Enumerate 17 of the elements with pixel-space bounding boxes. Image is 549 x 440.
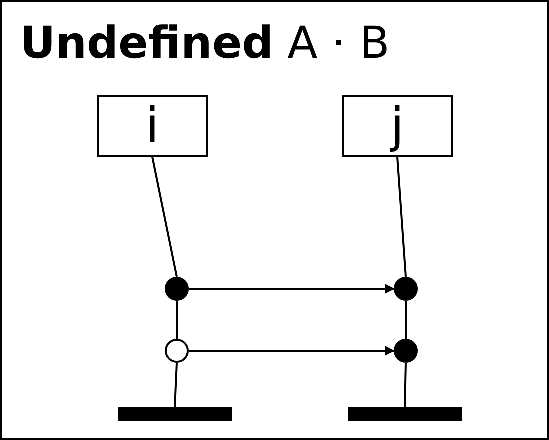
filled-dot [165, 277, 189, 301]
lifeline [152, 156, 178, 278]
arrow [189, 284, 395, 294]
arrow [189, 346, 395, 356]
filled-dot [394, 339, 418, 363]
lifeline [404, 362, 407, 408]
ground-bar [348, 407, 462, 421]
lifeline [396, 156, 407, 278]
lifeline [174, 362, 178, 408]
ground-bar [118, 407, 232, 421]
process-box: i [97, 95, 208, 157]
title: Undefined A · B [20, 17, 390, 71]
lifeline [405, 301, 407, 339]
process-box: j [342, 95, 453, 157]
lifeline [176, 301, 178, 339]
hollow-dot [165, 339, 189, 363]
filled-dot [394, 277, 418, 301]
